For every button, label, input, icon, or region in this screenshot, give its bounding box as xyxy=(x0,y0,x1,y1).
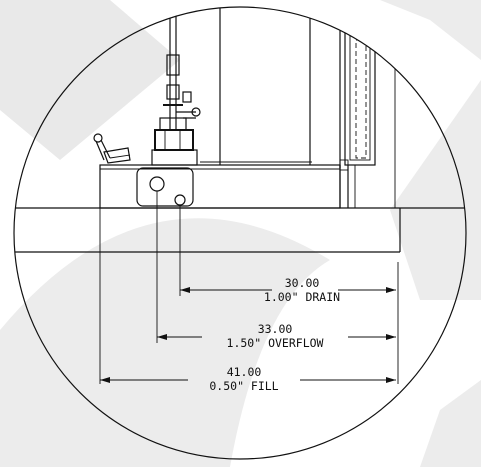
fill-dimension-label: 0.50" FILL xyxy=(209,379,278,393)
door-dashed-panel xyxy=(355,39,367,159)
fill-dimension-value: 41.00 xyxy=(227,365,262,379)
watermark-shape-right xyxy=(390,80,481,300)
dimension-fill xyxy=(100,377,396,383)
watermark-shape-bottom-arc xyxy=(0,218,330,467)
tank-body xyxy=(99,164,341,209)
lever-handle xyxy=(93,133,131,164)
pipe-assembly xyxy=(151,7,201,166)
door-post xyxy=(339,159,349,171)
dimension-overflow xyxy=(157,334,396,340)
watermark-shape-top-right xyxy=(380,0,481,60)
overflow-dimension-label: 1.50" OVERFLOW xyxy=(227,336,324,350)
drain-dimension-value: 30.00 xyxy=(285,276,320,290)
watermark-shape-top-left xyxy=(0,0,180,160)
overflow-port-hole xyxy=(149,176,165,192)
detail-circle xyxy=(13,6,467,460)
door-inner xyxy=(349,34,371,161)
watermark-shape-bottom-right xyxy=(420,380,481,467)
door-frame xyxy=(344,29,376,166)
overflow-dimension-value: 33.00 xyxy=(258,322,293,336)
drain-dimension-label: 1.00" DRAIN xyxy=(264,290,340,304)
dimension-drain xyxy=(180,287,396,293)
overflow-port-box xyxy=(136,167,194,207)
drain-port-hole xyxy=(174,194,186,206)
